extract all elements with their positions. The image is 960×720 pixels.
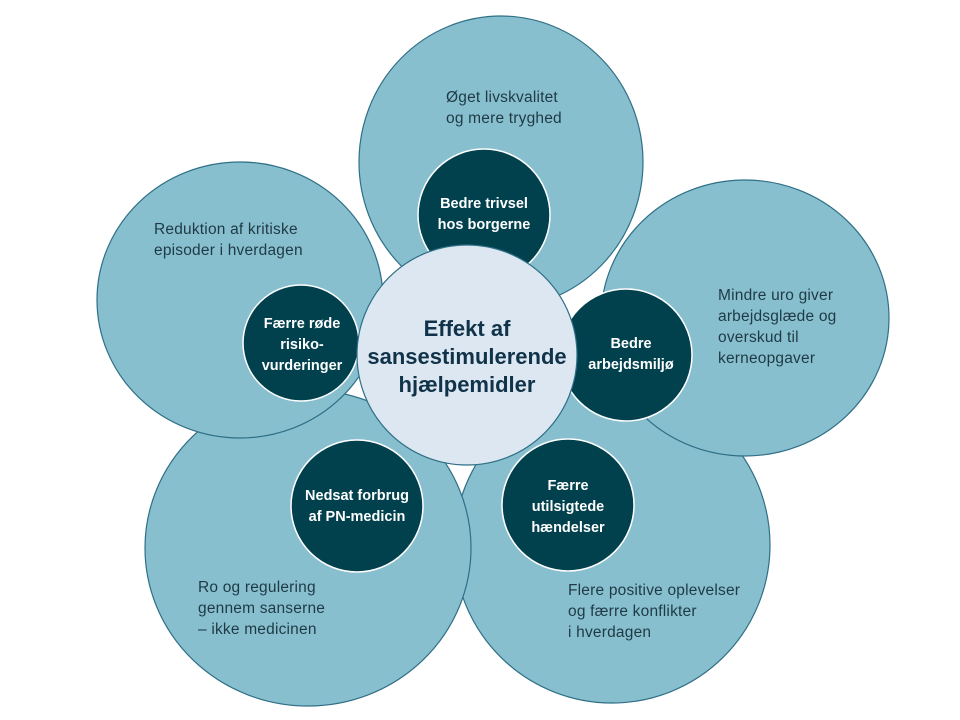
hub-top-text: Bedre trivsel hos borgerne (437, 196, 531, 233)
petal-left-text: Reduktion af kritiske episoder i hverdag… (154, 221, 303, 259)
hub-bottom-right (501, 438, 635, 572)
hub-bottom-left (290, 439, 424, 573)
petal-bottom-right-text: Flere positive oplevelser og færre konfl… (568, 581, 741, 641)
hub-bottom-right-text: Færre utilsigtede hændelser (531, 477, 605, 536)
hub-right-text: Bedre arbejdsmiljø (588, 336, 674, 373)
hub-left-text: Færre røde risiko- vurderinger (261, 315, 343, 374)
petal-right-text: Mindre uro giver arbejdsglæde og oversku… (718, 287, 837, 367)
petal-top-text: Øget livskvalitet og mere tryghed (446, 89, 562, 127)
hub-bottom-left-text: Nedsat forbrug af PN-medicin (305, 488, 409, 525)
petal-bottom-left-text: Ro og regulering gennem sanserne – ikke … (198, 578, 326, 638)
center-circle (356, 244, 578, 466)
center-title: Effekt af sansestimulerende hjælpemidler (367, 316, 567, 397)
